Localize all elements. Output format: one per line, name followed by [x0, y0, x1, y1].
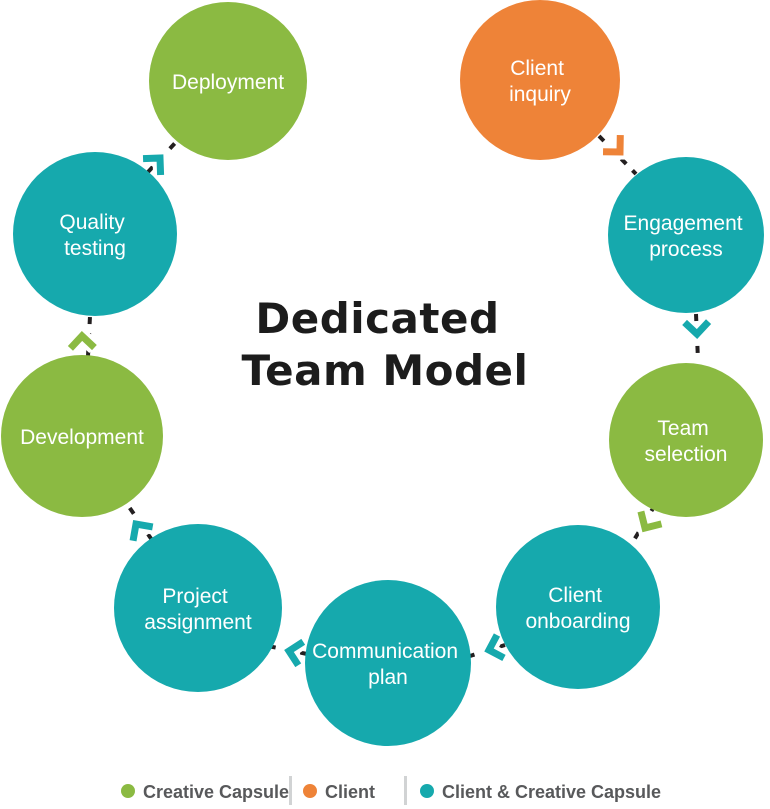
step-label-line: Engagement [624, 212, 743, 235]
step-circle [1, 355, 163, 517]
step-label: Development [20, 426, 144, 449]
legend-label: Creative Capsule [143, 782, 289, 802]
step-circle [496, 525, 660, 689]
arrow-chevron-icon [637, 510, 663, 533]
connector-development-to-quality [64, 315, 100, 357]
step-label-line: Development [20, 426, 144, 449]
step-communication-plan: Communication plan [305, 580, 471, 746]
step-circle [608, 157, 764, 313]
step-label: Client inquiry [509, 57, 571, 106]
diagram-title-line: Dedicated [255, 294, 499, 343]
step-label-line: process [649, 238, 723, 261]
connector-engagement-to-team-selection [679, 313, 715, 361]
step-client-inquiry: Client inquiry [460, 0, 620, 160]
step-label: Project assignment [144, 585, 252, 634]
step-circle [609, 363, 763, 517]
step-label-line: selection [645, 443, 728, 466]
diagram-title: Dedicated Team Model [242, 294, 529, 395]
step-label: Client onboarding [525, 584, 630, 633]
connector-project-to-development [125, 502, 155, 543]
step-label-line: Communication [312, 640, 458, 663]
connector-quality-to-deployment [142, 139, 179, 176]
arrow-chevron-icon [602, 134, 624, 156]
step-engagement-process: Engagement process [608, 157, 764, 313]
step-label: Team selection [645, 417, 728, 466]
step-label-line: Team [657, 417, 708, 440]
arrow-chevron-halo [602, 134, 628, 160]
step-label-line: Quality [59, 211, 125, 234]
step-circle [460, 0, 620, 160]
step-team-selection: Team selection [609, 363, 763, 517]
arrow-chevron-icon [284, 638, 306, 668]
legend-label: Client [325, 782, 375, 802]
legend-label: Client & Creative Capsule [442, 782, 661, 802]
arrow-chevron-icon [129, 519, 154, 542]
step-label: Engagement process [624, 212, 749, 261]
steps: Client inquiry Engagement process Team s… [1, 0, 764, 746]
step-circle [114, 524, 282, 692]
step-client-onboarding: Client onboarding [496, 525, 660, 689]
step-label-line: Project [162, 585, 228, 608]
step-label-line: Client [510, 57, 564, 80]
step-label-line: testing [64, 237, 126, 260]
step-label-line: Deployment [172, 71, 284, 94]
legend-divider [289, 776, 292, 805]
step-label-line: onboarding [525, 610, 630, 633]
step-quality-testing: Quality testing [13, 152, 177, 316]
step-deployment: Deployment [149, 2, 307, 160]
arrow-chevron-icon [484, 633, 506, 662]
legend-divider [404, 776, 407, 805]
connector-communication-to-project [267, 635, 308, 670]
diagram-title-line: Team Model [242, 346, 529, 395]
step-label: Deployment [172, 71, 284, 94]
step-development: Development [1, 355, 163, 517]
step-circle [149, 2, 307, 160]
arrow-chevron-icon [67, 331, 97, 351]
connectors [64, 134, 715, 670]
arrow-chevron-icon [142, 154, 165, 176]
step-label: Quality testing [59, 211, 130, 260]
legend-item-client-and-creative-capsule: Client & Creative Capsule [420, 782, 661, 802]
legend-dot-icon [121, 784, 135, 798]
step-label-line: assignment [144, 611, 252, 634]
legend-dot-icon [303, 784, 317, 798]
legend-item-client: Client [303, 782, 375, 802]
arrow-chevron-icon [682, 319, 712, 339]
legend-dot-icon [420, 784, 434, 798]
dashed-line [629, 503, 657, 547]
step-label-line: plan [368, 666, 408, 689]
dashed-line [694, 313, 700, 361]
step-label-line: inquiry [509, 83, 571, 106]
connector-onboarding-to-communication [469, 631, 508, 665]
legend-item-creative-capsule: Creative Capsule [121, 782, 289, 802]
connector-team-selection-to-onboarding [629, 503, 664, 547]
step-circle [13, 152, 177, 316]
connector-client-inquiry-to-engagement [597, 134, 638, 176]
step-project-assignment: Project assignment [114, 524, 282, 692]
step-label: Communication plan [312, 640, 464, 689]
step-label-line: Client [548, 584, 602, 607]
step-circle [305, 580, 471, 746]
legend: Creative Capsule Client Client & Creativ… [121, 776, 661, 805]
